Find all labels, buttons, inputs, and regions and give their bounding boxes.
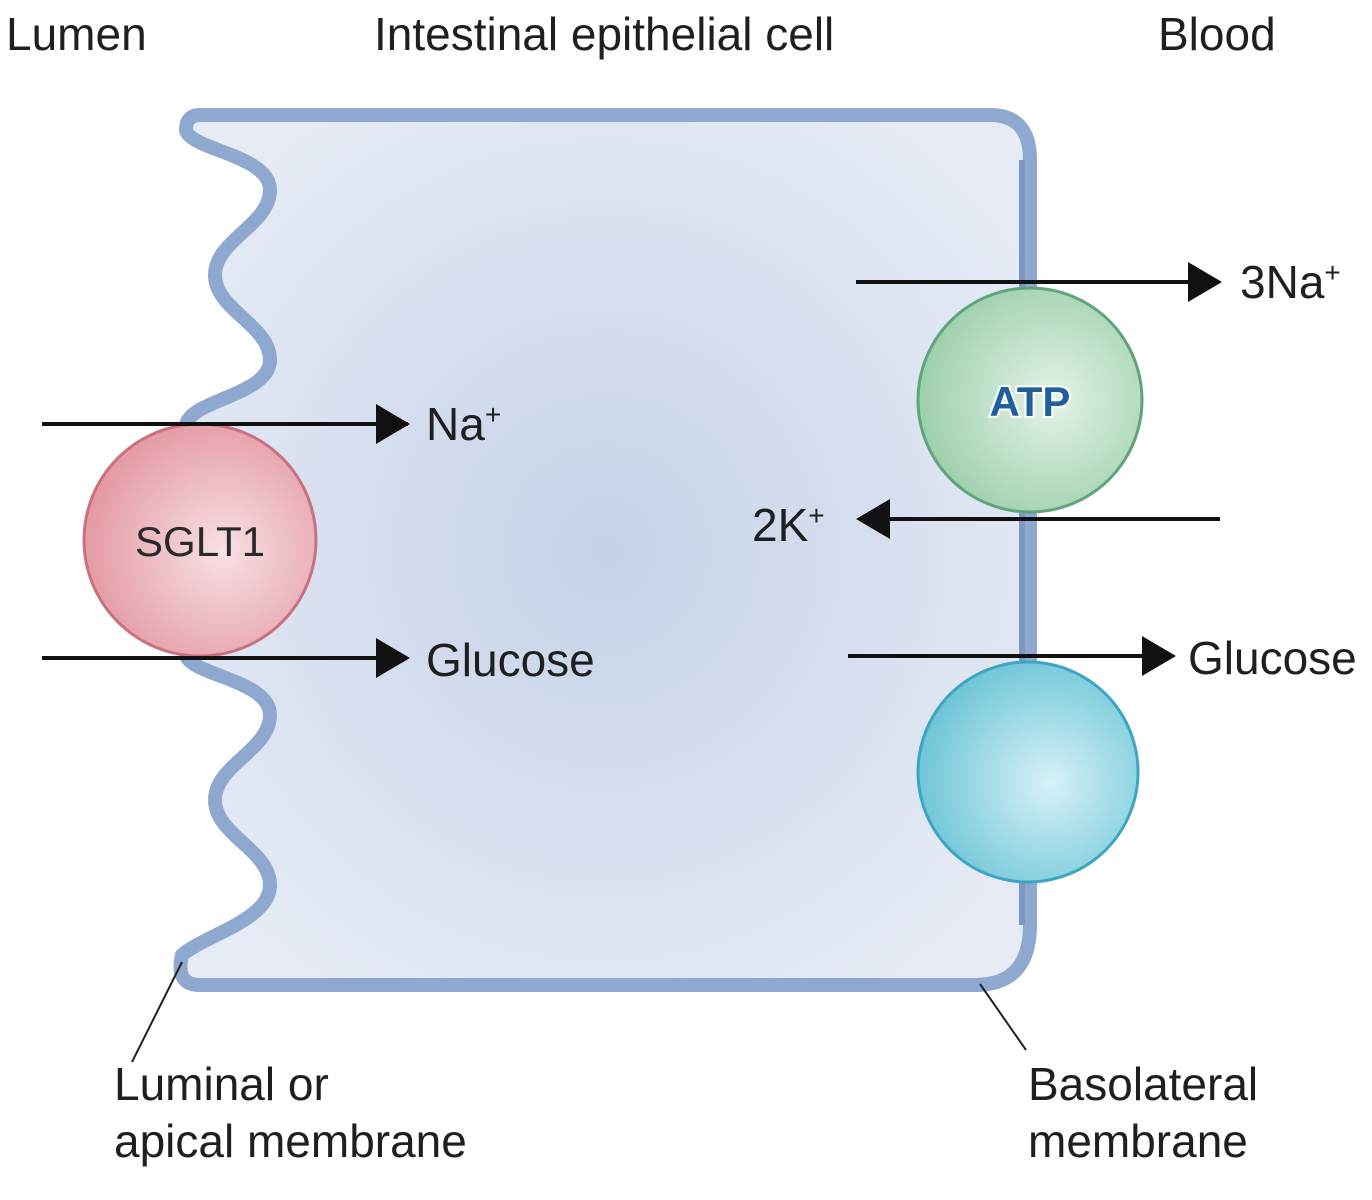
potassium-influx-arrowhead [856,499,890,539]
glucose-transporter [916,660,1140,884]
lumen-header: Lumen [6,8,147,60]
basolateral-membrane-label-line1: Basolateral [1028,1058,1258,1110]
potassium-influx-label: 2K+ [752,499,825,551]
glucose-influx-arrowhead [376,638,410,678]
apical-membrane-label-line2: apical membrane [114,1115,467,1167]
sodium-efflux-ion: Na [1266,256,1325,308]
sodium-influx-charge: + [485,399,501,430]
sodium-influx-arrowhead [376,404,410,444]
glucose-influx-label: Glucose [426,634,595,686]
glucose-efflux-label: Glucose [1188,632,1357,684]
potassium-influx-charge: + [808,500,824,531]
epithelial-cell-body [173,108,1037,992]
basolateral-membrane-label-line2: membrane [1028,1115,1248,1167]
cell-header: Intestinal epithelial cell [374,8,834,60]
basolateral-membrane-pointer [979,983,1027,1051]
sodium-influx-label: Na+ [426,398,501,450]
potassium-influx-count: 2 [752,499,778,551]
atp-label: ATP [990,378,1071,425]
sodium-efflux-arrowhead [1188,262,1222,302]
apical-membrane-pointer [131,961,183,1063]
glucose-efflux-arrowhead [1142,636,1176,676]
sglt1-label: SGLT1 [135,518,265,565]
apical-membrane-label-line1: Luminal or [114,1058,329,1110]
blood-header: Blood [1158,8,1276,60]
sodium-influx-ion: Na [426,398,485,450]
sodium-efflux-count: 3 [1240,256,1266,308]
sodium-efflux-label: 3Na+ [1240,256,1341,308]
potassium-influx-ion: K [778,499,809,551]
sodium-efflux-charge: + [1324,257,1340,288]
na-k-atpase-pump [916,286,1144,514]
